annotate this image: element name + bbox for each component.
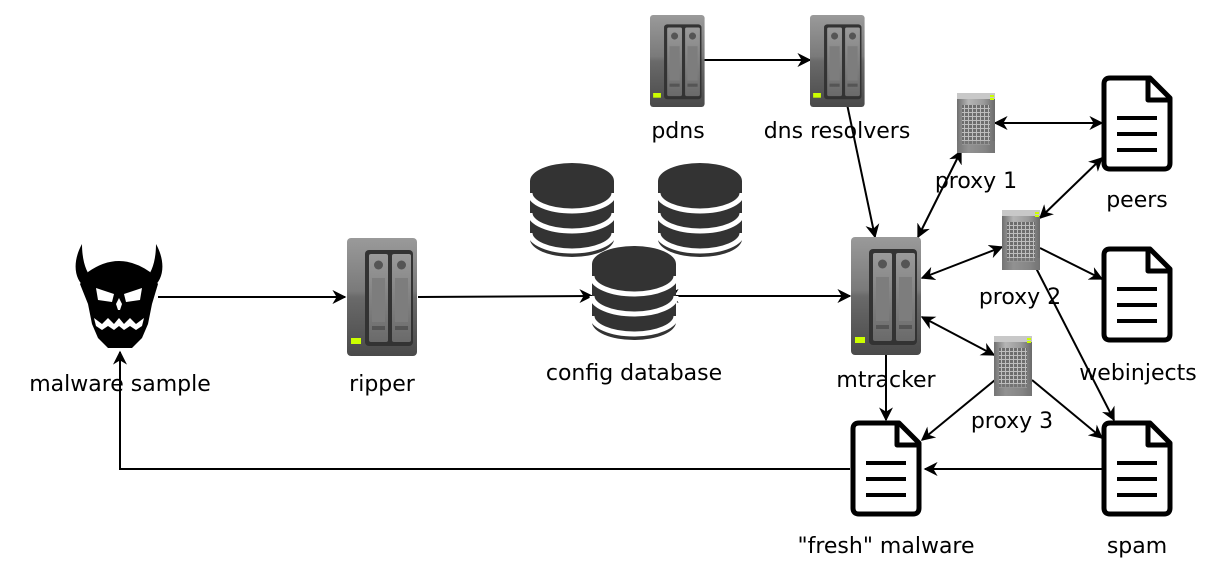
edge-mtracker-proxy1	[917, 149, 962, 239]
edge-dns-resolvers-to-mtracker	[846, 103, 880, 239]
nas-server-icon	[650, 15, 705, 108]
node-pdns[interactable]: pdns	[650, 15, 705, 144]
nas-server-icon	[851, 237, 921, 355]
node-label: config database	[546, 361, 722, 386]
node-label: mtracker	[836, 368, 936, 393]
edges	[113, 53, 1115, 476]
node-config-database[interactable]: config database	[530, 163, 742, 386]
database-icon	[592, 246, 676, 340]
edge-ripper-to-database	[417, 289, 594, 304]
tower-server-icon	[957, 93, 995, 153]
edge-proxy3-to-spam	[1031, 379, 1104, 439]
edge-proxy3-to-fresh-malware	[920, 379, 996, 441]
node-label: pdns	[651, 119, 704, 144]
node-label: proxy 1	[935, 169, 1017, 194]
node-label: spam	[1107, 534, 1167, 559]
edge-proxy2-to-webinjects	[1039, 247, 1104, 280]
edge-proxy2-to-spam	[1035, 267, 1115, 422]
node-fresh-malware[interactable]: "fresh" malware	[797, 423, 975, 559]
node-peers[interactable]: peers	[1104, 78, 1170, 213]
database-icon	[530, 163, 614, 257]
nas-server-icon	[347, 238, 417, 356]
node-label: "fresh" malware	[797, 534, 974, 559]
node-ripper[interactable]: ripper	[347, 238, 417, 397]
database-icon	[658, 163, 742, 257]
node-label: proxy 3	[971, 409, 1053, 434]
tower-server-icon	[1002, 210, 1040, 270]
node-label: webinjects	[1079, 361, 1196, 386]
tower-server-icon	[994, 336, 1032, 396]
edge-mtracker-proxy2	[920, 245, 1004, 280]
node-malware-sample[interactable]: malware sample	[29, 244, 211, 397]
node-dns-resolvers[interactable]: dns resolvers	[764, 15, 911, 144]
node-label: proxy 2	[979, 285, 1061, 310]
node-webinjects[interactable]: webinjects	[1079, 249, 1197, 386]
document-icon	[853, 423, 919, 514]
node-proxy3[interactable]: proxy 3	[971, 336, 1053, 434]
document-icon	[1104, 78, 1170, 169]
node-mtracker[interactable]: mtracker	[836, 237, 937, 393]
document-icon	[1104, 249, 1170, 340]
node-spam[interactable]: spam	[1104, 423, 1170, 559]
nas-server-icon	[810, 15, 865, 108]
document-icon	[1104, 423, 1170, 514]
node-label: dns resolvers	[764, 119, 911, 144]
edge-proxy2-peers	[1038, 157, 1104, 219]
edge-fresh-malware-to-malware-sample	[113, 350, 850, 470]
node-label: malware sample	[29, 372, 211, 397]
edge-mtracker-proxy3	[920, 316, 996, 356]
skull-icon	[75, 244, 163, 348]
node-label: ripper	[349, 372, 416, 397]
node-proxy1[interactable]: proxy 1	[935, 93, 1017, 194]
node-proxy2[interactable]: proxy 2	[979, 210, 1061, 310]
node-label: peers	[1106, 188, 1168, 213]
